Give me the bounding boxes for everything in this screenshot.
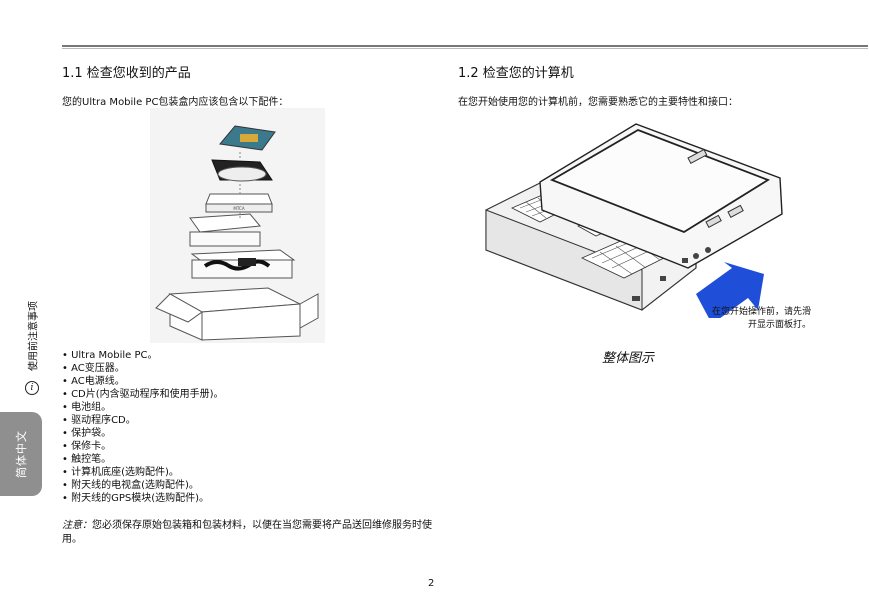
blue-arrow-icon xyxy=(696,262,764,318)
list-item: • 电池组。 xyxy=(62,402,112,413)
note-text: 您必须保存原始包装箱和包装材料，以便在当您需要将产品送回维修服务时使用。 xyxy=(62,520,432,545)
info-icon: i xyxy=(25,381,39,395)
list-item: • 保护袋。 xyxy=(62,428,112,439)
list-item: • CD片(内含驱动程序和使用手册)。 xyxy=(62,389,224,400)
list-item: • 触控笔。 xyxy=(62,454,112,465)
computer-illustration xyxy=(485,123,783,318)
sidebar-section-label: 使用前注意事项 xyxy=(28,301,40,371)
figure-caption: 整体图示 xyxy=(602,351,655,366)
list-item: • 附天线的GPS模块(选购配件)。 xyxy=(62,493,210,504)
box-label: MTCA xyxy=(233,206,244,211)
list-item: • Ultra Mobile PC。 xyxy=(62,350,158,361)
page-number: 2 xyxy=(428,578,435,589)
section-intro-1-1: 您的Ultra Mobile PC包装盒内应该包含以下配件： xyxy=(62,97,289,108)
section-heading-1-1: 1.1 检查您收到的产品 xyxy=(62,66,191,81)
language-tab[interactable] xyxy=(0,412,42,496)
header-rule-thin xyxy=(62,48,868,49)
list-item: • 保修卡。 xyxy=(62,441,112,452)
contents-list: • Ultra Mobile PC。 • AC变压器。 • AC电源线。 • C… xyxy=(62,349,224,505)
list-item: • AC电源线。 xyxy=(62,376,125,387)
section-intro-1-2: 在您开始使用您的计算机前，您需要熟悉它的主要特性和接口： xyxy=(458,97,738,108)
list-item: • 计算机底座(选购配件)。 xyxy=(62,467,179,478)
note-label: 注意： xyxy=(62,520,92,531)
header-rule xyxy=(62,45,868,47)
list-item: • 驱动程序CD。 xyxy=(62,415,136,426)
slide-panel-callout: 在您开始操作前，请先滑开显示面板打。 xyxy=(711,307,811,330)
section-heading-1-2: 1.2 检查您的计算机 xyxy=(458,66,574,81)
note-paragraph: 注意：您必须保存原始包装箱和包装材料，以便在当您需要将产品送回维修服务时使用。 xyxy=(62,519,432,547)
list-item: • AC变压器。 xyxy=(62,363,125,374)
list-item: • 附天线的电视盒(选购配件)。 xyxy=(62,480,199,491)
language-tab-label: 简体中文 xyxy=(15,430,28,478)
package-contents-illustration: MTCA xyxy=(150,108,325,343)
